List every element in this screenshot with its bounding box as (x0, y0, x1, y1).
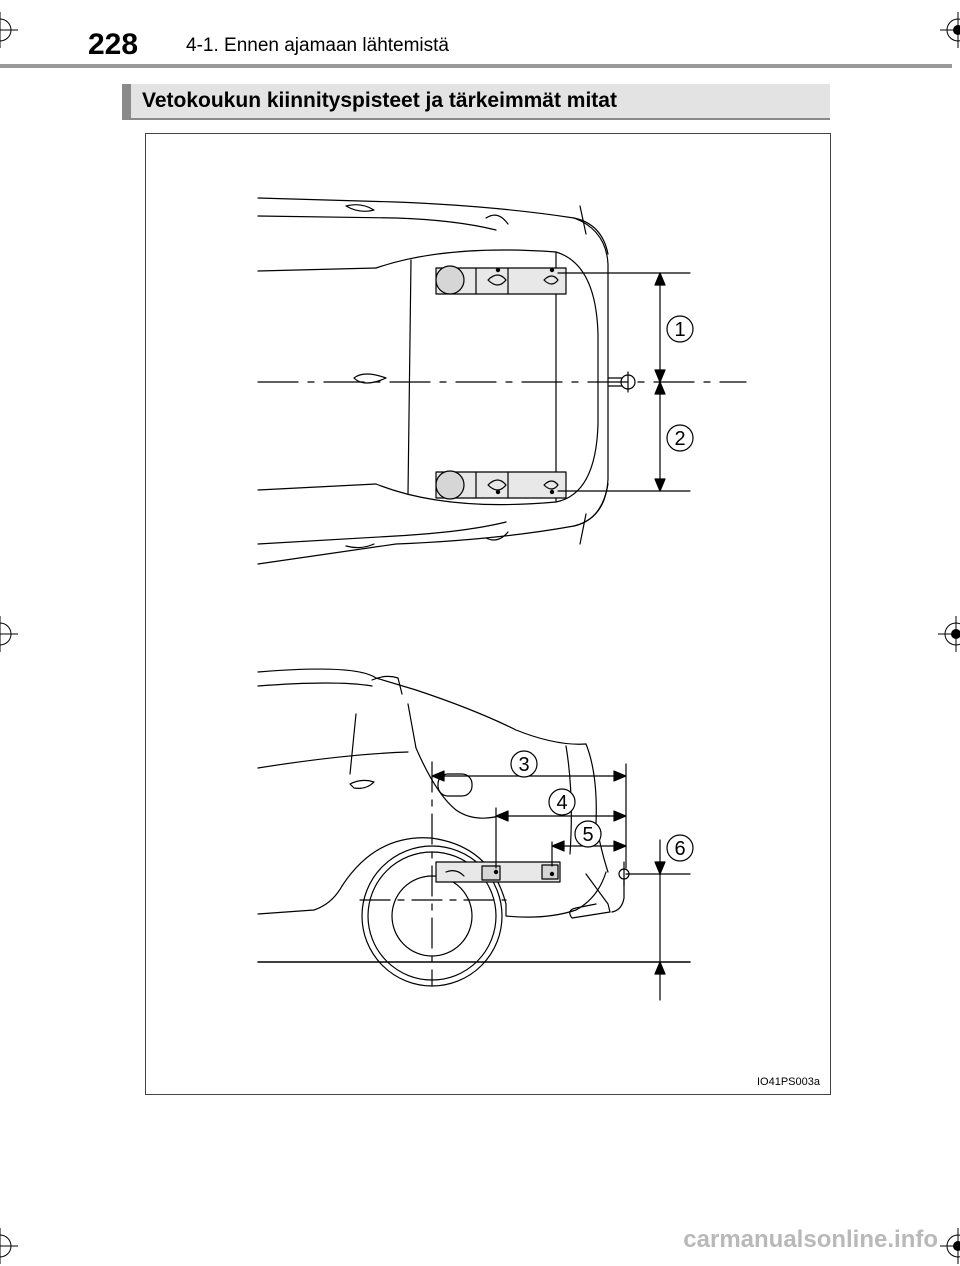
callout-3: 3 (510, 750, 538, 778)
callout-5: 5 (574, 820, 602, 848)
figure-frame: 1 2 3 4 5 6 IO41PS003a (145, 133, 831, 1095)
registration-mark-mid-right (938, 616, 960, 652)
header-rule (0, 64, 952, 68)
svg-text:4: 4 (556, 792, 567, 814)
tow-hitch-diagram: 1 2 3 4 5 6 (257, 197, 747, 1001)
svg-text:1: 1 (674, 319, 685, 341)
svg-text:5: 5 (582, 824, 593, 846)
section-title: Vetokoukun kiinnityspisteet ja tärkeimmä… (142, 89, 617, 112)
hitch-ball-side-view (611, 861, 630, 913)
hitch-bracket-upper (435, 265, 567, 295)
watermark: carmanualsonline.info (683, 1226, 938, 1253)
svg-text:6: 6 (674, 838, 685, 860)
svg-text:2: 2 (674, 428, 685, 450)
registration-mark-mid-left (0, 616, 18, 652)
svg-text:3: 3 (518, 754, 529, 776)
hitch-bracket-lower (435, 470, 567, 500)
registration-mark-bottom-left (0, 1228, 18, 1264)
chapter-title: 4-1. Ennen ajamaan lähtemistä (186, 35, 449, 56)
car-top-view (257, 197, 609, 565)
page-number: 228 (88, 28, 139, 61)
figure-code: IO41PS003a (757, 1076, 820, 1088)
hitch-ball-top-view (607, 371, 636, 393)
registration-mark-top-left (0, 12, 18, 48)
registration-mark-bottom-right (940, 1228, 960, 1264)
car-side-view (257, 668, 611, 987)
callout-6: 6 (666, 834, 694, 862)
registration-mark-top-right (940, 12, 960, 48)
hitch-beam-side-view (435, 841, 561, 883)
section-heading-bar: Vetokoukun kiinnityspisteet ja tärkeimmä… (122, 84, 830, 120)
callout-4: 4 (548, 788, 576, 816)
callout-2: 2 (666, 424, 694, 452)
section-heading-accent (122, 84, 131, 118)
callout-1: 1 (666, 315, 694, 343)
